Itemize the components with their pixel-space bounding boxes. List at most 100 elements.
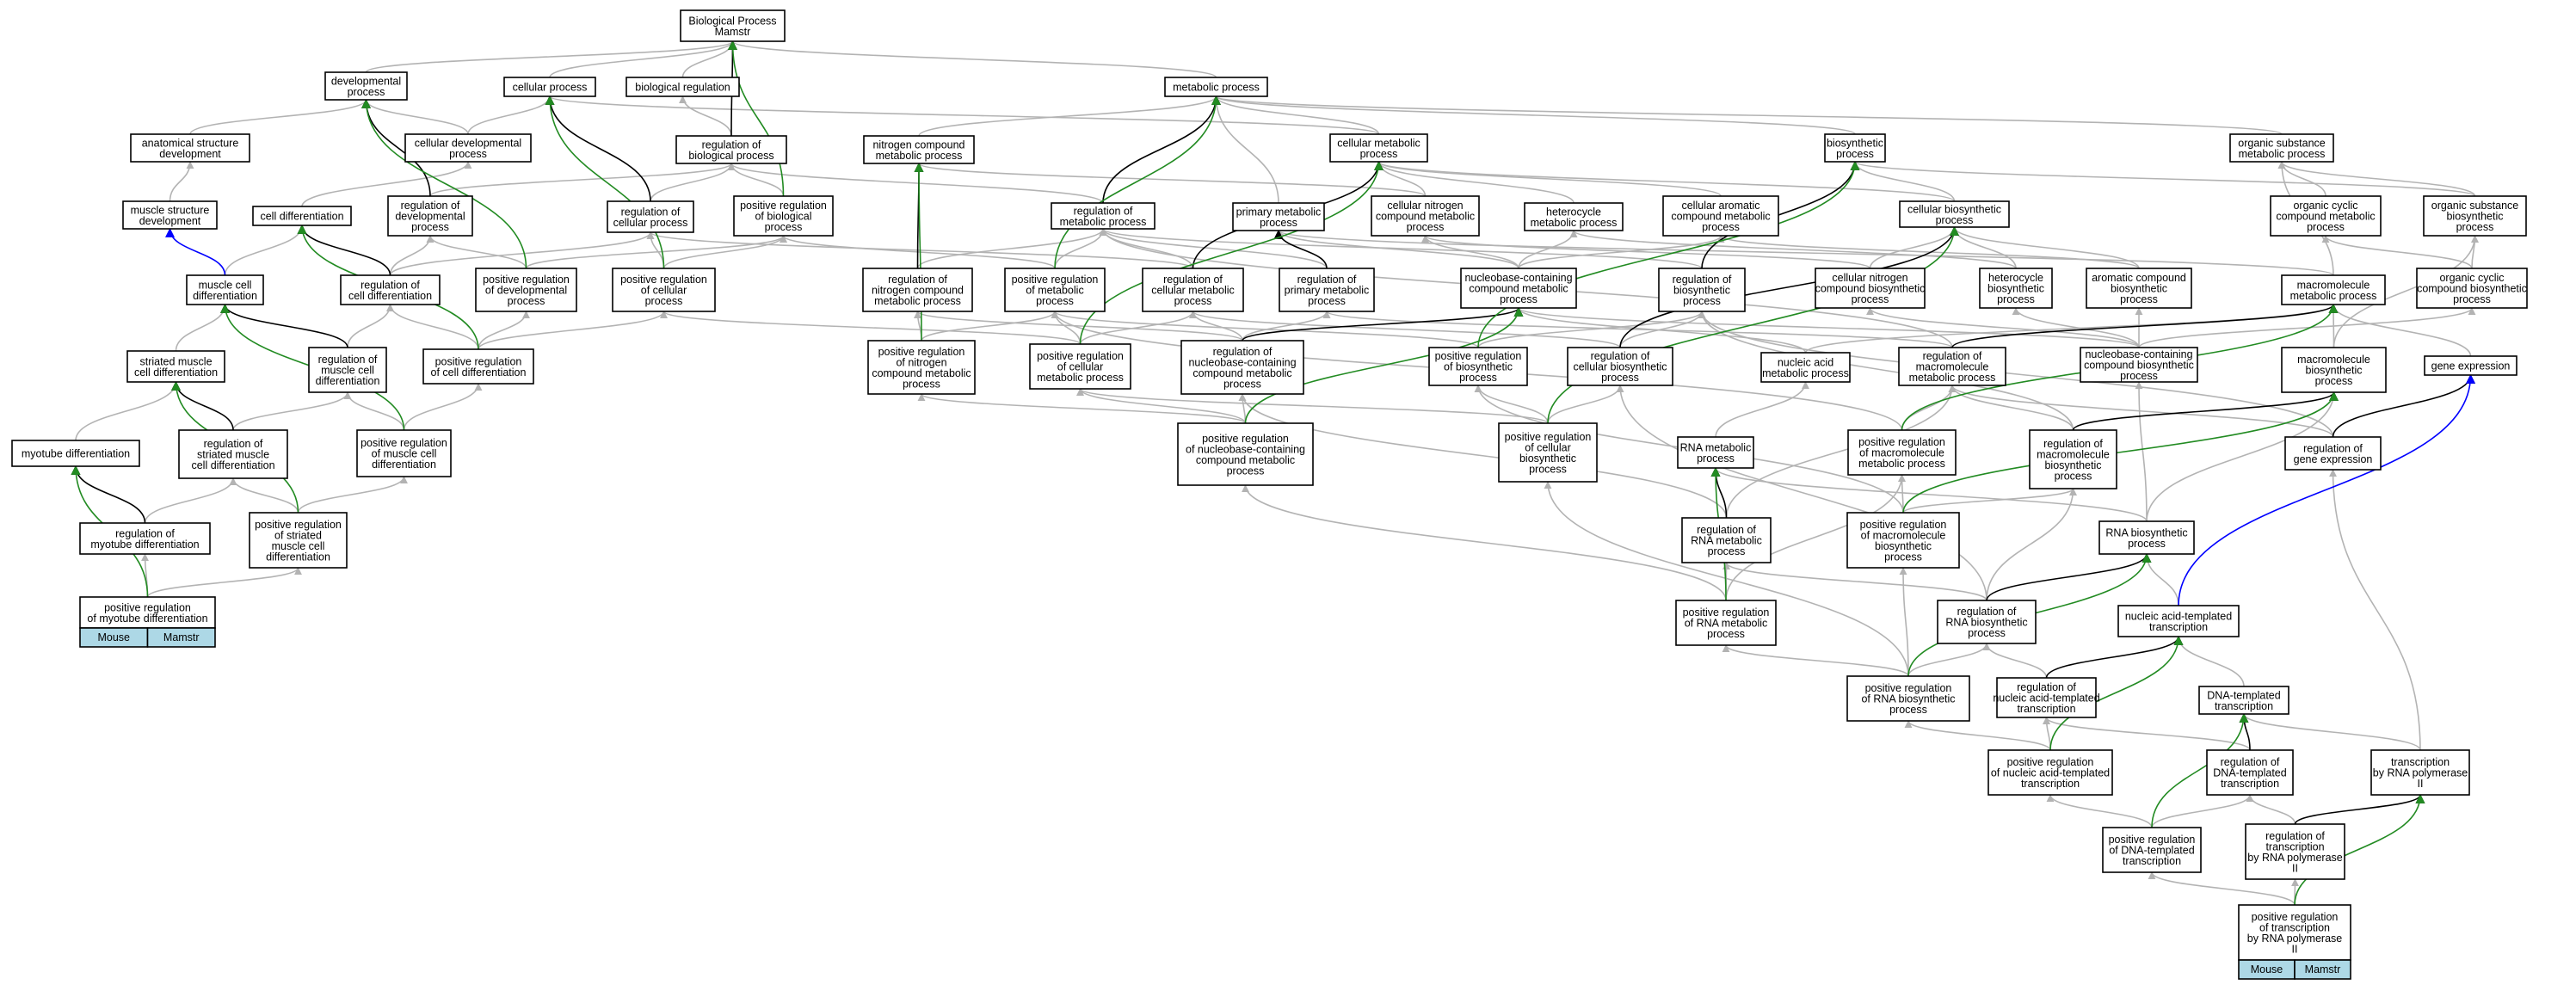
term-box [1460,268,1577,309]
term-node-rmbp[interactable]: regulation ofmacromoleculebiosyntheticpr… [2029,429,2117,489]
edge-is-a [1051,311,1479,348]
term-box [2117,605,2240,637]
term-node-rnbcmp[interactable]: regulation ofnucleobase-containingcompou… [1180,340,1304,395]
tag-mouse[interactable]: Mouse [2238,959,2296,980]
term-node-mp[interactable]: metabolic process [1164,77,1268,97]
term-box [79,522,211,555]
term-box [1898,347,2006,386]
tag-mouse[interactable]: Mouse [79,627,149,648]
term-node-mtd[interactable]: myotube differentiation [11,440,140,467]
term-node-cp[interactable]: cellular process [503,77,596,97]
term-box [867,340,976,395]
edge-is-a [1189,311,1621,348]
term-box [404,133,532,163]
term-box [680,9,786,42]
term-node-ge[interactable]: gene expression [2424,355,2517,376]
term-box [626,77,740,97]
edge-is-a [662,235,787,269]
tag-mamstr[interactable]: Mamstr [146,627,216,648]
edge-is-a [478,311,530,350]
term-node-cdiff[interactable]: cell differentiation [252,206,352,226]
tag-mamstr[interactable]: Mamstr [2294,959,2351,980]
edge-is-a [679,95,732,137]
edge-is-a [175,304,229,352]
term-label-line: positive regulation [1860,519,1947,531]
term-label-line: gene expression [2294,453,2373,465]
term-node-breg[interactable]: biological regulation [626,77,740,97]
